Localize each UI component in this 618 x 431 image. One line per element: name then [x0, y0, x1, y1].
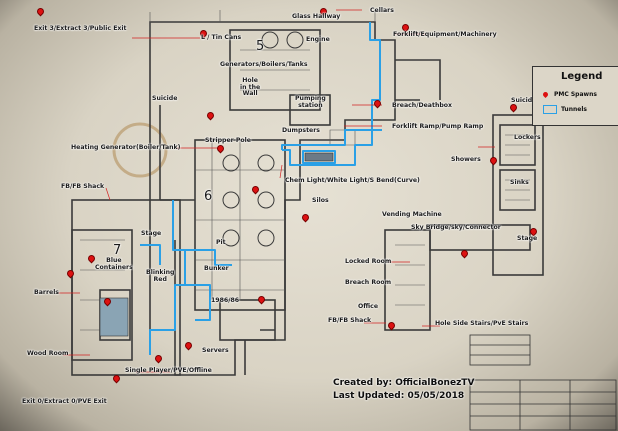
coffee-stain-ring: [112, 122, 168, 178]
label-office: Office: [358, 303, 379, 310]
label-hole-in-wall: Hole in the Wall: [240, 77, 261, 97]
chem-light-block: [304, 152, 334, 162]
label-room-1986: 1986/86: [211, 297, 240, 304]
building-detail-lines: [80, 10, 530, 331]
label-wood-room: Wood Room: [27, 350, 69, 357]
label-breach-deathbox: Breach/Deathbox: [392, 102, 453, 109]
legend-title: Legend: [561, 71, 603, 82]
label-lin-cans: L / Tin Cans: [201, 34, 242, 41]
label-breach-room: Breach Room: [345, 279, 392, 286]
label-single-player: Single Player/PVE/Offline: [125, 367, 212, 374]
label-forklift-equipment: Forklift/Equipment/Machinery: [393, 31, 497, 38]
label-exit-public: Exit 3/Extract 3/Public Exit: [34, 25, 127, 32]
legend-row-pmc: PMC Spawns: [541, 90, 597, 99]
label-pit: Pit: [216, 239, 226, 246]
title-block: [469, 334, 617, 431]
label-servers: Servers: [202, 347, 229, 354]
label-blue-containers: Blue Containers: [95, 257, 133, 271]
label-suicide-right: Suicide: [511, 97, 537, 104]
label-fb-shack-bottom: FB/FB Shack: [328, 317, 372, 324]
tunnel-swatch-icon: [543, 105, 557, 114]
label-stripper-pole: Stripper Pole: [205, 137, 251, 144]
label-blinking-red: Blinking Red: [146, 269, 175, 283]
label-exit-pve: Exit 0/Extract 0/PVE Exit: [22, 398, 107, 405]
legend-row-tunnels: Tunnels: [543, 105, 587, 114]
label-showers: Showers: [451, 156, 481, 163]
label-generators-boilers: Generators/Boilers/Tanks: [220, 61, 308, 68]
room-number-7: 7: [113, 243, 122, 258]
silo-tanks: [222, 31, 304, 247]
legend-tunnels-label: Tunnels: [561, 106, 587, 113]
map-legend: Legend PMC Spawns Tunnels: [532, 66, 618, 126]
credit-updated: Last Updated: 05/05/2018: [333, 391, 465, 401]
label-heating-generator: Heating Generator(Boiler/Tank): [71, 144, 181, 151]
room-number-6: 6: [204, 189, 213, 204]
label-forklift-ramp: Forklift Ramp/Pump Ramp: [392, 123, 484, 130]
label-engine: Engine: [306, 36, 330, 43]
credit-author: Created by: OfficialBonezTV: [333, 378, 475, 388]
label-sky-bridge: Sky Bridge/sky/Connector: [411, 224, 501, 231]
label-vending-machine: Vending Machine: [382, 211, 442, 218]
label-silos: Silos: [312, 197, 329, 204]
pin-icon: [541, 90, 550, 99]
label-pumping-station: Pumping station: [295, 95, 326, 109]
label-dumpsters: Dumpsters: [282, 127, 320, 134]
label-cellars: Cellars: [370, 7, 394, 14]
label-bunker: Bunker: [204, 265, 229, 272]
label-stage-right: Stage: [517, 235, 538, 242]
label-suicide-left: Suicide: [152, 95, 178, 102]
label-glass-hallway: Glass Hallway: [292, 13, 341, 20]
label-barrels: Barrels: [34, 289, 59, 296]
room-number-5: 5: [256, 39, 265, 54]
label-side-stairs: Hole Side Stairs/PvE Stairs: [435, 320, 529, 327]
legend-pmc-label: PMC Spawns: [554, 91, 597, 98]
label-sinks: Sinks: [510, 179, 529, 186]
label-locked-room: Locked Room: [345, 258, 392, 265]
tunnel-paths: [140, 22, 382, 355]
label-fb-shack-top: FB/FB Shack: [61, 183, 105, 190]
label-chem-light: Chem Light/White Light/S Bend(Curve): [285, 177, 420, 184]
label-lockers: Lockers: [514, 134, 541, 141]
label-stage-left: Stage: [141, 230, 162, 237]
